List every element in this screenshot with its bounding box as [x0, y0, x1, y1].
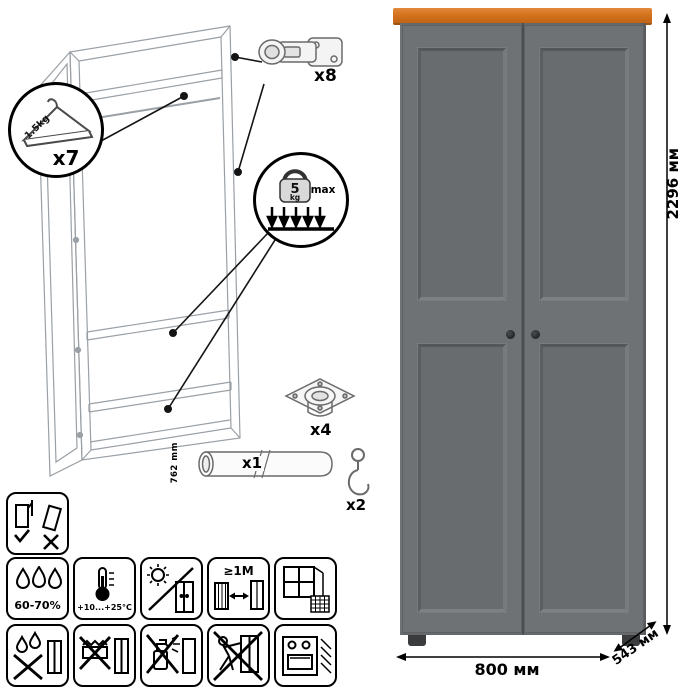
no-abrasives-icon [78, 635, 129, 674]
care-icon-no-dragging [207, 624, 270, 687]
no-water-icon [12, 630, 62, 680]
hinge-count-label: x8 [314, 66, 337, 86]
hook-icon [347, 448, 370, 496]
load-arrows [266, 207, 326, 230]
no-dragging-icon [212, 630, 263, 681]
wireframe-diagram [37, 25, 370, 496]
min-distance-label: ≥1M [223, 563, 254, 578]
left-door-knob [506, 330, 515, 339]
hanger-icon: 1.5kg x7 [21, 98, 94, 170]
load-value-label: 5 [290, 182, 299, 197]
wardrobe-right-door [524, 25, 644, 633]
right-door-upper-panel [540, 48, 628, 300]
no-solvents-icon [145, 633, 196, 674]
hanger-count-label: x7 [53, 146, 80, 170]
heat-distance-icon [213, 579, 264, 610]
care-icon-anti-tip [6, 492, 69, 555]
left-door-upper-panel [418, 48, 506, 300]
care-icon-heat-distance: ≥1M [207, 557, 270, 620]
care-icon-temperature: +10...+25°C [73, 557, 136, 620]
rod-count-label: x1 [240, 454, 265, 472]
humidity-icon [15, 566, 62, 589]
load-max-label: max [311, 184, 336, 196]
load-unit-label: kg [290, 193, 300, 202]
foot-icon [284, 378, 356, 417]
right-door-knob [531, 330, 540, 339]
anti-tip-anchor-icon [13, 499, 62, 550]
height-dimension-label: 2296 мм [664, 148, 682, 220]
care-icon-heat-appliance [274, 624, 337, 687]
care-icon-no-sunlight [140, 557, 203, 620]
hinge-icon [258, 37, 343, 67]
shelf-load-callout: 5 kg max [253, 152, 349, 248]
no-direct-sunlight-icon [146, 563, 194, 613]
door-gap [522, 23, 524, 635]
care-icon-no-water [6, 624, 69, 687]
hook-count-label: x2 [346, 496, 367, 514]
foot-count-label: x4 [310, 420, 332, 439]
left-door-lower-panel [418, 344, 506, 612]
care-icon-no-abrasives [73, 624, 136, 687]
wardrobe-left-foot [408, 635, 426, 646]
temperature-label: +10...+25°C [77, 602, 132, 612]
width-dimension-label: 800 мм [474, 660, 540, 679]
wardrobe-body [400, 23, 646, 635]
right-door-lower-panel [540, 344, 628, 612]
hanger-callout: 1.5kg x7 [8, 82, 104, 178]
care-icon-ventilation [274, 557, 337, 620]
care-icon-no-solvents [140, 624, 203, 687]
rod-icon [198, 449, 333, 479]
wardrobe-top-trim [393, 8, 652, 23]
care-icon-humidity: 60-70% [6, 557, 69, 620]
ventilation-icon [282, 565, 330, 613]
weight-icon: 5 kg max [266, 169, 336, 231]
heat-appliance-icon [281, 635, 332, 676]
rod-length-label: 762 mm [170, 442, 180, 484]
callout-connectors [100, 52, 276, 413]
humidity-label: 60-70% [14, 599, 61, 612]
temperature-icon [95, 566, 114, 601]
wardrobe-left-door [402, 25, 522, 633]
